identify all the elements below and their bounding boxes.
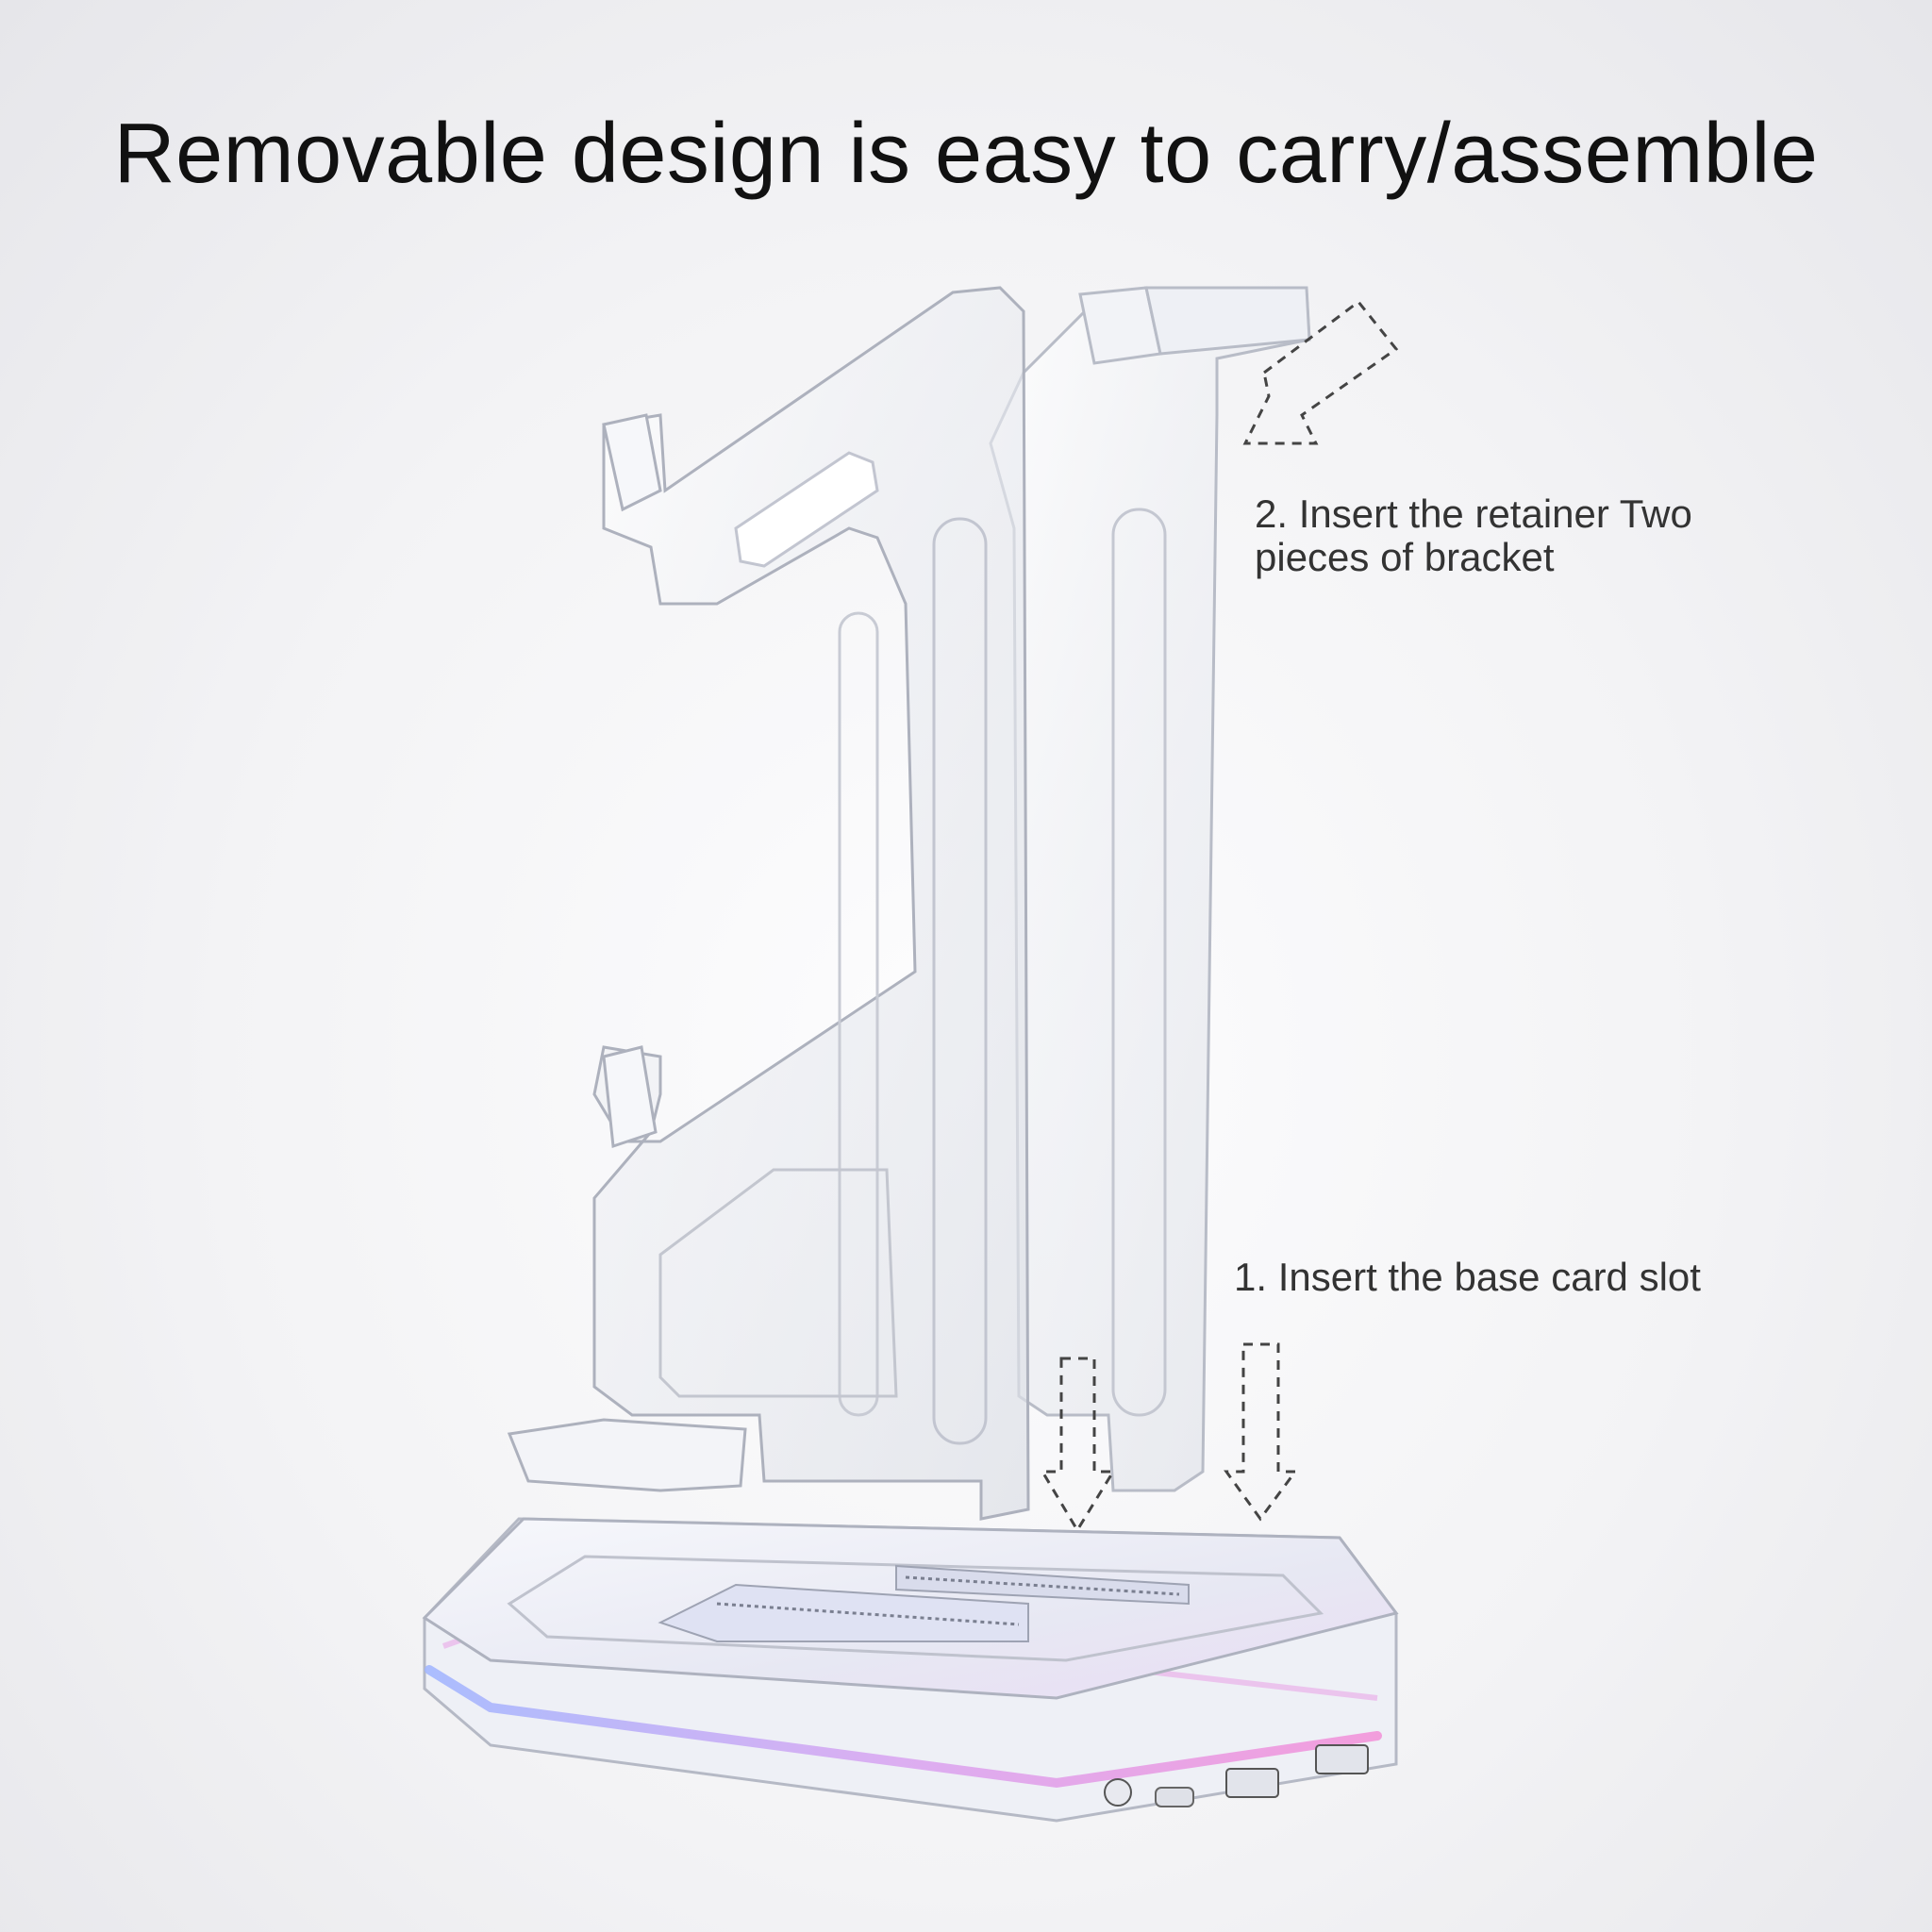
arrow-retainer <box>1242 299 1399 445</box>
usb-c-port <box>1155 1787 1194 1807</box>
base-dock <box>422 1517 1399 1823</box>
power-button <box>1104 1778 1132 1807</box>
headline: Removable design is easy to carry/assemb… <box>113 107 1819 201</box>
callout-insert-base: 1. Insert the base card slot <box>1234 1255 1701 1299</box>
usb-a-port <box>1225 1768 1279 1798</box>
front-bracket <box>507 286 1030 1521</box>
usb-a-port <box>1315 1744 1369 1774</box>
arrow-base-slot <box>1040 1342 1298 1533</box>
callout-insert-retainer: 2. Insert the retainer Two pieces of bra… <box>1255 491 1692 579</box>
back-bracket <box>989 286 1311 1492</box>
rgb-glow-strip <box>425 1665 1382 1789</box>
